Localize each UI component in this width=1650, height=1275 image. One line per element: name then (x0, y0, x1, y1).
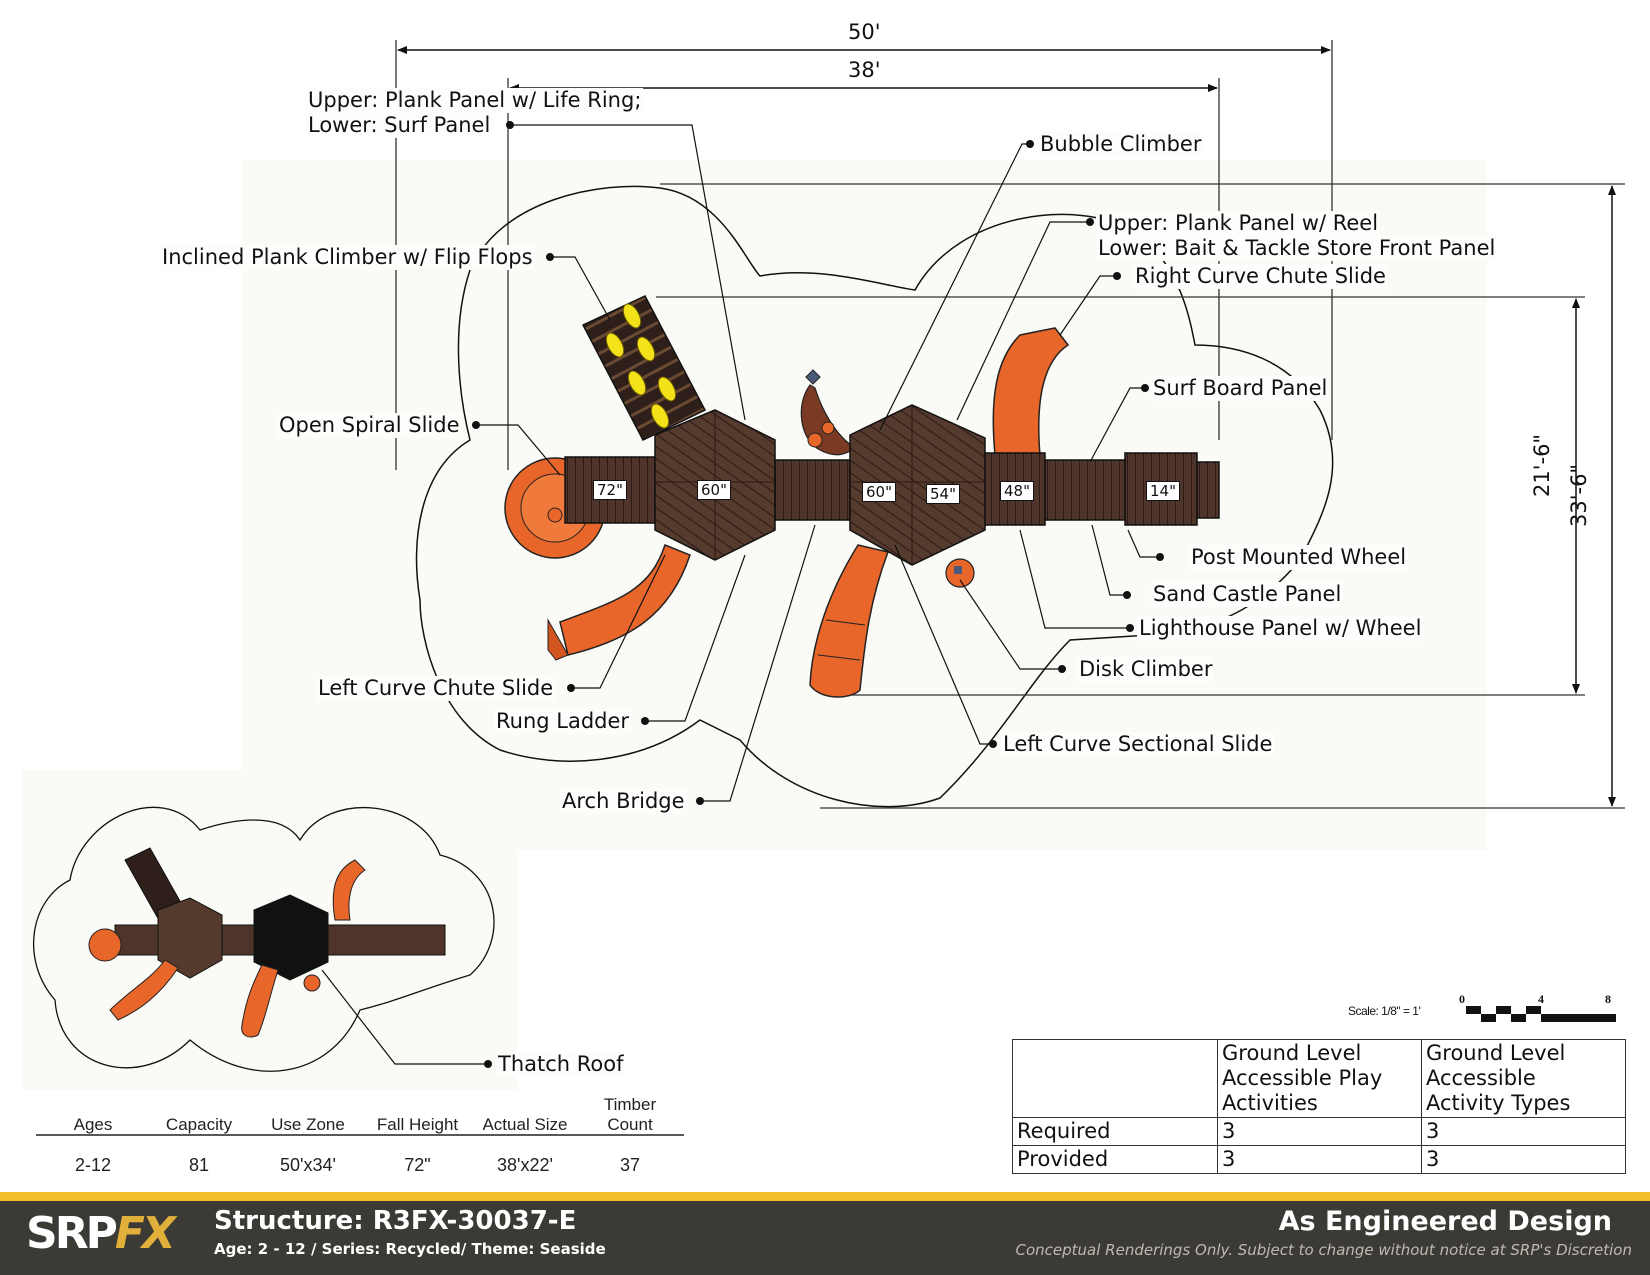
bubble-climber (800, 369, 857, 456)
right-curve-chute-slide (992, 327, 1070, 456)
callout-surf-board-panel: Surf Board Panel (1151, 376, 1330, 401)
design-type: As Engineered Design (1278, 1206, 1612, 1237)
callout-sand-castle-panel: Sand Castle Panel (1151, 582, 1344, 607)
callout-open-spiral-slide: Open Spiral Slide (277, 413, 462, 438)
leader-dots (472, 121, 1164, 1068)
left-curve-sectional-slide (809, 544, 890, 698)
structure-subtitle: Age: 2 - 12 / Series: Recycled/ Theme: S… (214, 1240, 606, 1258)
footer-bar (0, 1192, 1650, 1275)
spec-value-timber-count: 37 (619, 1155, 641, 1175)
provided-play-activities: 3 (1217, 1145, 1422, 1174)
callout-left-curve-chute-slide: Left Curve Chute Slide (316, 676, 556, 701)
callout-bubble-climber: Bubble Climber (1038, 132, 1204, 157)
logo-fx: FX (114, 1208, 176, 1259)
accessibility-header-row: Ground Level Accessible Play Activities … (1012, 1039, 1626, 1118)
callout-thatch-roof: Thatch Roof (496, 1052, 626, 1077)
callout-disk-climber: Disk Climber (1077, 657, 1215, 682)
callout-plank-panel-reel-upper: Upper: Plank Panel w/ Reel (1096, 211, 1381, 236)
required-play-activities: 3 (1217, 1117, 1422, 1146)
structure-title: Structure: R3FX-30037-E (214, 1206, 577, 1236)
callout-arch-bridge: Arch Bridge (560, 789, 687, 814)
deck-height-tag: 60" (697, 480, 731, 500)
scale-tick-0: 0 (1459, 992, 1465, 1006)
structure-depth-label: 21'-6" (1530, 433, 1554, 497)
structure-width-label: 38' (848, 58, 881, 82)
table-row: Provided 3 3 (1012, 1145, 1626, 1174)
use-zone-outline (415, 185, 1334, 808)
thatch-roof-shape (253, 894, 329, 981)
callout-rung-ladder: Rung Ladder (494, 709, 632, 734)
callout-plank-panel-reel-lower: Lower: Bait & Tackle Store Front Panel (1096, 236, 1498, 261)
spec-value-use-zone: 50'x34' (280, 1155, 336, 1175)
thumbnail-plan (33, 806, 495, 1072)
overall-depth-label: 33'-6" (1567, 463, 1591, 527)
deck-height-tag: 14" (1146, 481, 1180, 501)
disclaimer: Conceptual Renderings Only. Subject to c… (1015, 1241, 1632, 1259)
scale-tick-4: 4 (1538, 992, 1544, 1006)
scale-tick-8: 8 (1605, 992, 1611, 1006)
scale-label: Scale: 1/8" = 1' (1348, 1004, 1421, 1018)
callout-post-mounted-wheel: Post Mounted Wheel (1189, 545, 1409, 570)
callout-plank-panel-life-ring-upper: Upper: Plank Panel w/ Life Ring; (306, 88, 644, 113)
spec-header-ages: Ages (73, 1115, 113, 1134)
spec-header-use-zone: Use Zone (271, 1115, 345, 1134)
row-label-provided: Provided (1012, 1145, 1218, 1174)
spec-value-capacity: 81 (188, 1155, 210, 1175)
callout-left-curve-sectional-slide: Left Curve Sectional Slide (1001, 732, 1275, 757)
callout-right-curve-chute-slide: Right Curve Chute Slide (1133, 264, 1388, 289)
deck-height-tag: 60" (862, 482, 896, 502)
accessibility-header-activity-types: Ground Level Accessible Activity Types (1421, 1039, 1626, 1118)
inclined-plank-climber (581, 295, 707, 441)
disk-climber (945, 558, 975, 588)
spec-header-actual-size: Actual Size (482, 1115, 568, 1134)
callout-inclined-plank-climber: Inclined Plank Climber w/ Flip Flops (160, 245, 535, 270)
required-activity-types: 3 (1421, 1117, 1626, 1146)
arch-bridge (774, 459, 851, 521)
srpfx-logo: SRPFX (26, 1208, 176, 1259)
accessibility-header-blank (1012, 1039, 1218, 1118)
overall-width-label: 50' (848, 20, 881, 44)
accessibility-table: Ground Level Accessible Play Activities … (1012, 1039, 1626, 1174)
spec-header-fall-height: Fall Height (376, 1115, 459, 1134)
deck-height-tag: 48" (1000, 481, 1034, 501)
spec-header-capacity: Capacity (165, 1115, 233, 1134)
spec-value-fall-height: 72" (404, 1155, 431, 1175)
spec-header-timber-count: Timber Count (603, 1095, 657, 1134)
deck-height-tag: 54" (926, 484, 960, 504)
callout-lighthouse-panel: Lighthouse Panel w/ Wheel (1137, 616, 1424, 641)
accessibility-header-play-activities: Ground Level Accessible Play Activities (1217, 1039, 1422, 1118)
spec-value-ages: 2-12 (74, 1155, 112, 1175)
logo-srp: SRP (26, 1208, 118, 1259)
left-curve-chute-slide (559, 544, 691, 656)
row-label-required: Required (1012, 1117, 1218, 1146)
provided-activity-types: 3 (1421, 1145, 1626, 1174)
spec-value-actual-size: 38'x22' (497, 1155, 553, 1175)
scale-bar (1466, 1006, 1616, 1022)
footer-stripe (0, 1192, 1650, 1201)
callout-plank-panel-life-ring-lower: Lower: Surf Panel (306, 113, 493, 138)
table-row: Required 3 3 (1012, 1117, 1626, 1146)
deck-height-tag: 72" (593, 480, 627, 500)
